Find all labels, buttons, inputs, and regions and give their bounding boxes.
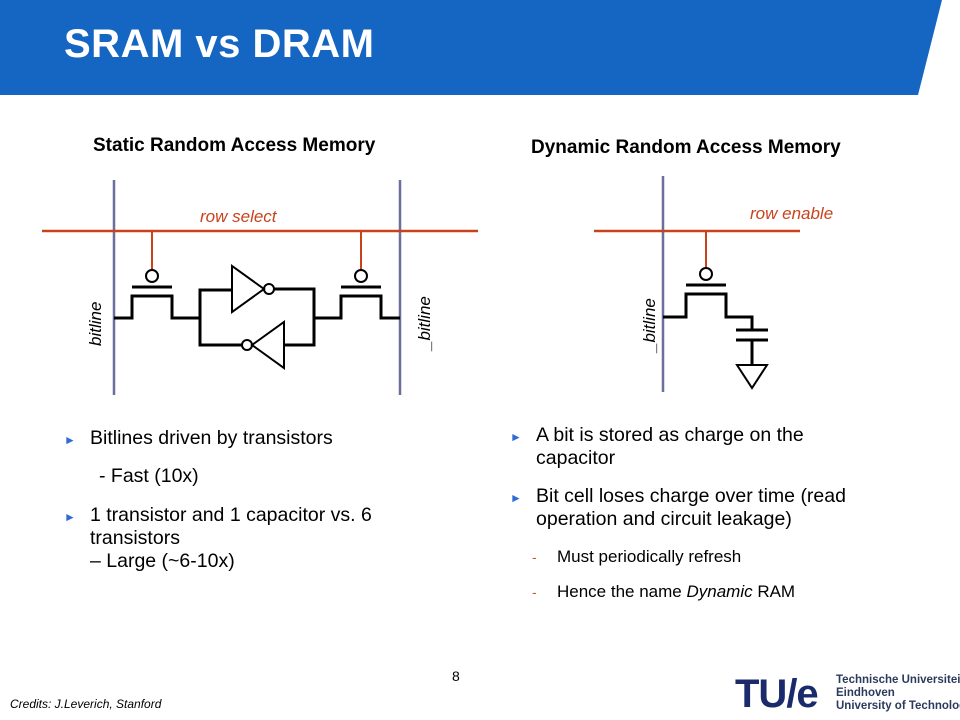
dram-sub-bullet: - Hence the name Dynamic RAM [532,582,796,601]
logo-line-2: Eindhoven [836,687,895,699]
bullet-arrow-icon: ► [510,430,522,444]
sram-row-select-wire [42,229,478,270]
sram-bitlines [112,180,402,395]
slide-title: SRAM vs DRAM [64,22,375,66]
dram-access-transistor [663,267,754,329]
bullet-arrow-icon: ► [64,433,76,447]
dash-bullet-icon: - [532,584,537,600]
bullet-arrow-icon: ► [510,491,522,505]
sram-sub-bullet: – Large (~6-10x) [90,550,235,572]
bullet-arrow-icon: ► [64,510,76,524]
sram-bullet: ► 1 transistor and 1 capacitor vs. 6 tra… [64,504,372,549]
logo-line-3: University of Technology [836,700,960,712]
page-number: 8 [452,668,460,684]
sram-sub-bullet: - Fast (10x) [99,465,199,487]
dram-bullet: ► A bit is stored as charge on the capac… [510,424,804,469]
sram-bitline-label: bitline [86,302,105,346]
dram-capacitor [735,328,769,390]
dram-bitline-bar-label: _bitline [640,298,659,354]
dram-sub-bullet: - Must periodically refresh [532,547,742,566]
credits-text: Credits: J.Leverich, Stanford [10,697,162,711]
sram-bullet-list: ► Bitlines driven by transistors - Fast … [64,427,464,573]
sram-bullet: ► Bitlines driven by transistors [64,427,464,450]
sram-bitline-bar-label: _bitline [415,296,434,352]
dram-row-enable-wire [594,229,800,268]
dash-bullet-icon: - [532,549,537,565]
sram-heading: Static Random Access Memory [93,135,376,156]
dram-heading: Dynamic Random Access Memory [531,137,841,158]
dram-bullet-list: ► A bit is stored as charge on the capac… [510,424,910,617]
logo-line-1: Technische Universiteit [836,674,960,686]
sram-cross-coupled-inverters [198,264,316,370]
dram-bullet: ► Bit cell loses charge over time (read … [510,485,846,530]
tue-logo-mark: TU/e [735,672,818,715]
sram-access-transistors [114,269,400,320]
sram-row-select-label: row select [200,207,278,226]
dram-row-enable-label: row enable [750,204,833,223]
header-band [0,0,942,95]
tue-logo: TU/e [735,672,819,715]
